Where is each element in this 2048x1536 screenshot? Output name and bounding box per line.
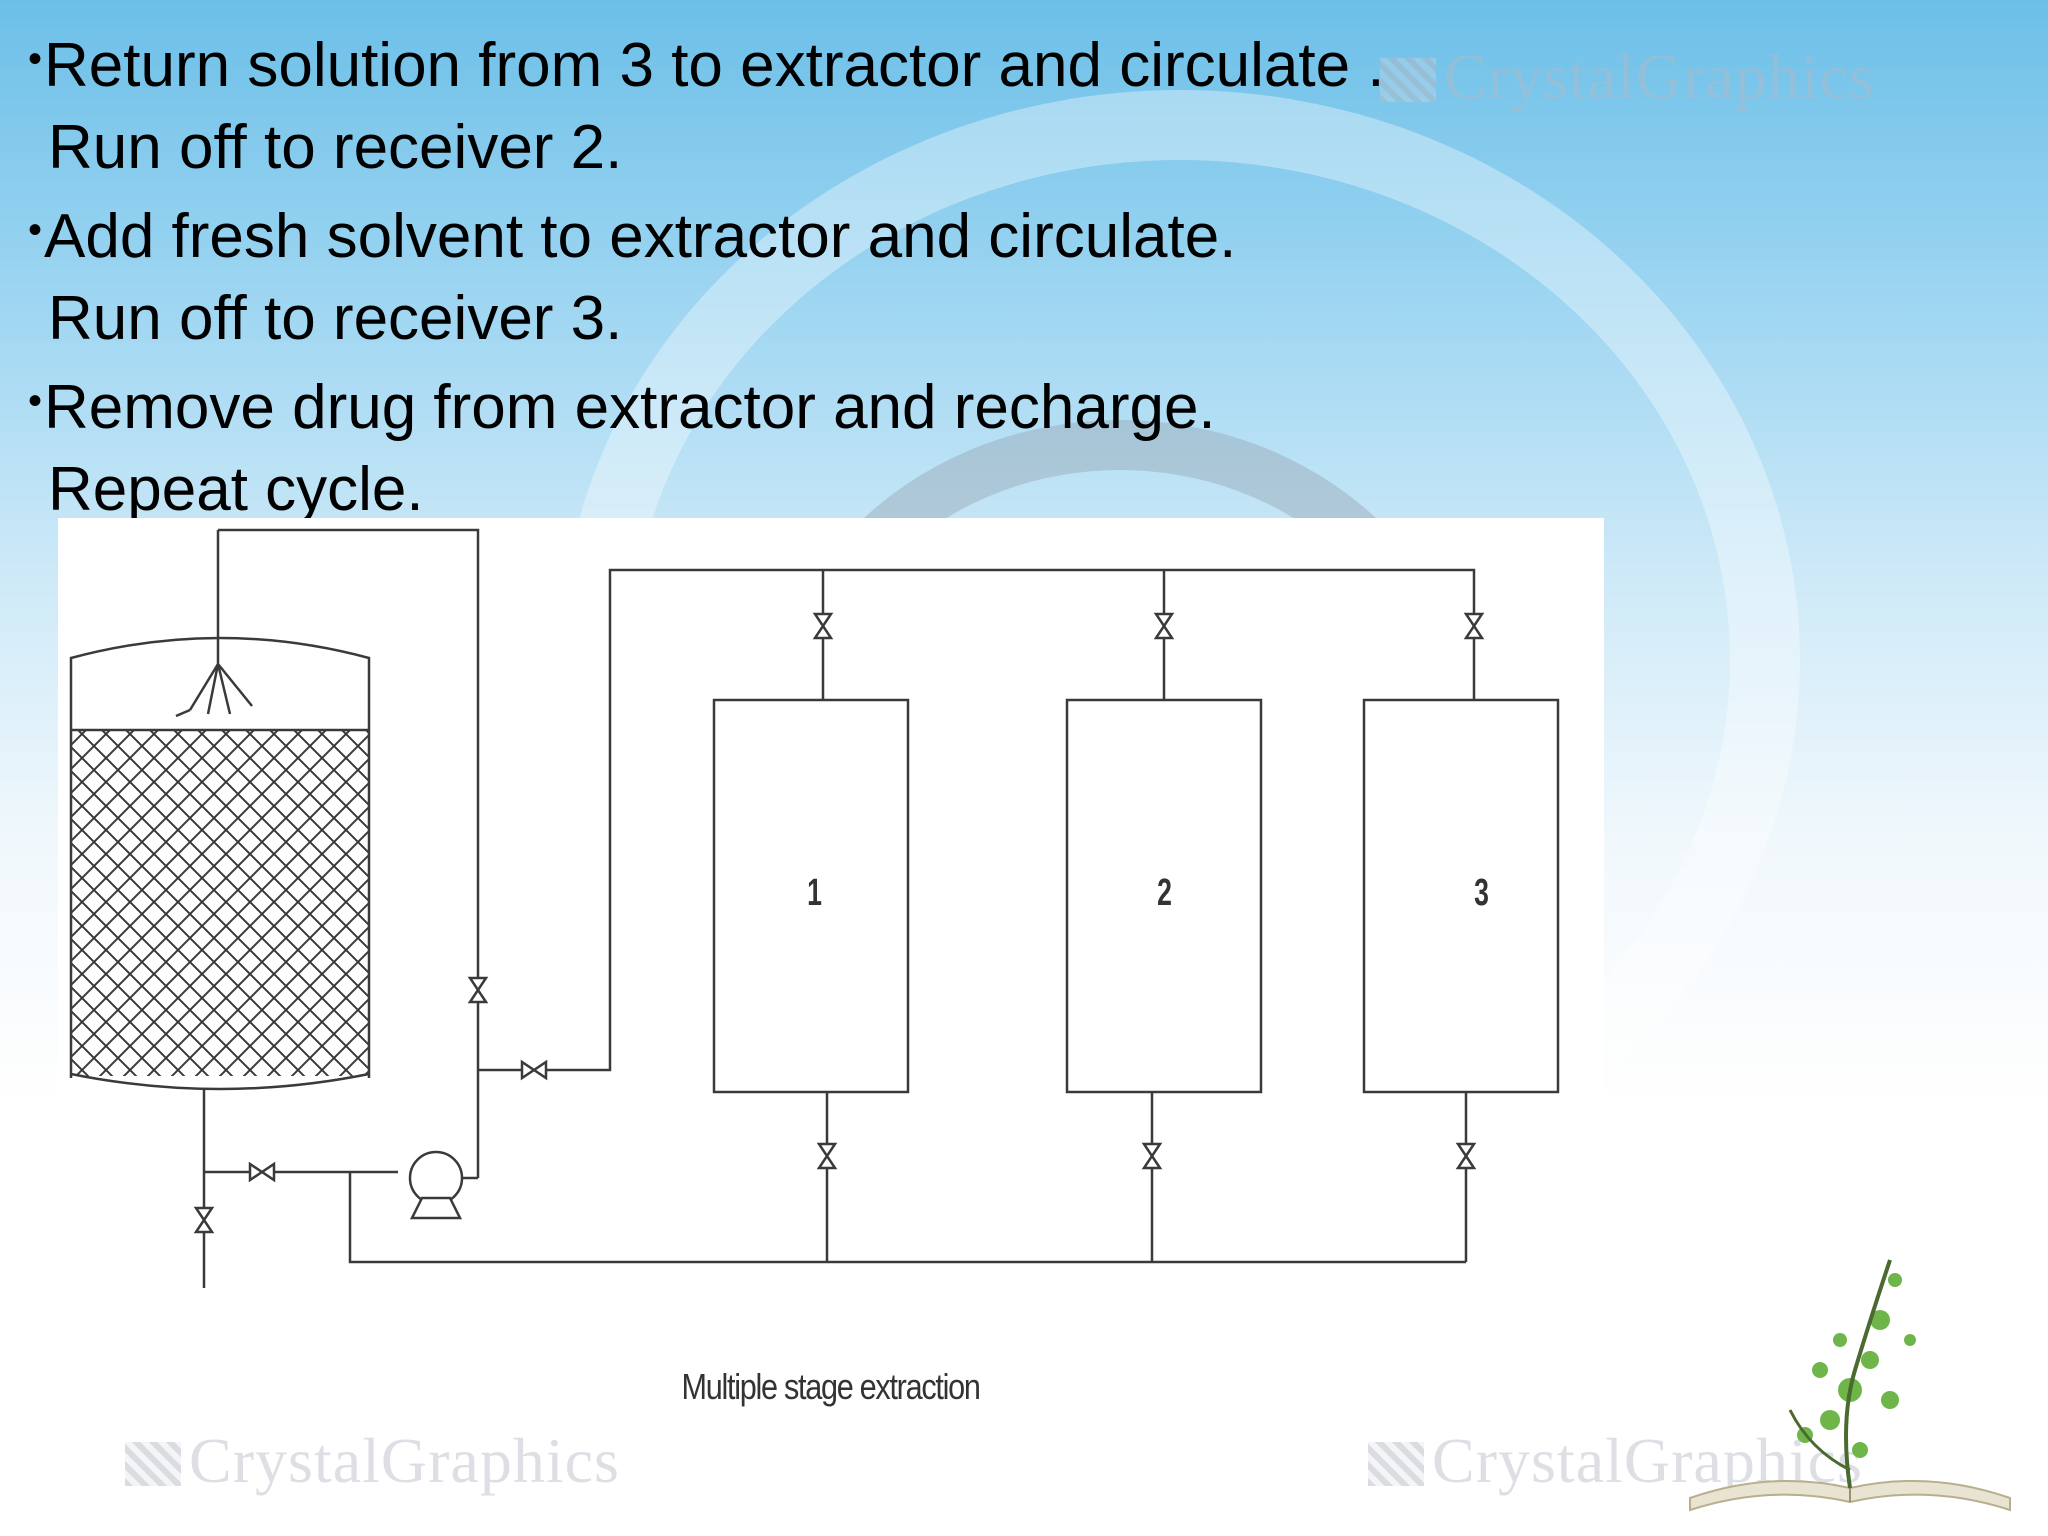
watermark-bottom-left: CrystalGraphics bbox=[125, 1424, 620, 1498]
outlet-valve-icon bbox=[1141, 1142, 1163, 1170]
collection-line bbox=[348, 1172, 1466, 1264]
slide-bullet-list: •Return solution from 3 to extractor and… bbox=[28, 18, 1728, 531]
drain-valve-icon bbox=[193, 1206, 215, 1234]
extraction-diagram: 1 2 3 Multiple stage extraction bbox=[58, 518, 1604, 1407]
plant-book-illustration bbox=[1689, 1259, 2011, 1512]
extractor-bottom bbox=[70, 1072, 370, 1091]
bullet-continuation: Run off to receiver 2. bbox=[48, 113, 623, 182]
bullet-line: •Return solution from 3 to extractor and… bbox=[28, 18, 1728, 107]
pump-icon bbox=[408, 1150, 464, 1206]
return-valve-icon bbox=[467, 976, 489, 1004]
return-line bbox=[218, 528, 480, 1070]
bullet-continuation: Repeat cycle. bbox=[48, 455, 424, 524]
receiver-label: 2 bbox=[1157, 872, 1172, 914]
receiver-vessel bbox=[712, 698, 910, 1094]
outlet-valve-icon bbox=[1455, 1142, 1477, 1170]
outlet-valve-icon bbox=[816, 1142, 838, 1170]
bullet-dot: • bbox=[28, 208, 43, 252]
watermark-logo-icon bbox=[125, 1442, 181, 1486]
bullet-continuation: Run off to receiver 3. bbox=[48, 284, 623, 353]
inlet-valve-icon bbox=[1153, 612, 1175, 640]
feed-valve-icon bbox=[520, 1059, 548, 1081]
bullet-text: Add fresh solvent to extractor and circu… bbox=[44, 202, 1237, 271]
drug-bed-mesh bbox=[71, 730, 369, 1076]
drain-branch-valve-icon bbox=[248, 1161, 276, 1183]
watermark-logo-icon bbox=[1380, 58, 1436, 102]
bullet-dot: • bbox=[28, 37, 43, 81]
inlet-valve-icon bbox=[1463, 612, 1485, 640]
spray-nozzle bbox=[175, 530, 253, 718]
receiver-vessel bbox=[1065, 698, 1263, 1094]
watermark-top-right: CrystalGraphics bbox=[1380, 40, 1875, 114]
bullet-line: •Remove drug from extractor and recharge… bbox=[28, 360, 1728, 449]
bullet-text: Remove drug from extractor and recharge. bbox=[44, 373, 1216, 442]
receiver-vessel bbox=[1362, 698, 1560, 1094]
receiver-label: 1 bbox=[807, 872, 822, 914]
distribution-feed bbox=[478, 568, 1476, 1072]
bullet-line: •Add fresh solvent to extractor and circ… bbox=[28, 189, 1728, 278]
diagram-caption: Multiple stage extraction bbox=[681, 1366, 980, 1407]
extractor-vessel bbox=[69, 636, 371, 1078]
receiver-label: 3 bbox=[1474, 872, 1489, 914]
bullet-text: Return solution from 3 to extractor and … bbox=[44, 31, 1385, 100]
inlet-valve-icon bbox=[812, 612, 834, 640]
bullet-dot: • bbox=[28, 379, 43, 423]
watermark-logo-icon bbox=[1368, 1442, 1424, 1486]
extraction-diagram-svg bbox=[69, 528, 1560, 1288]
